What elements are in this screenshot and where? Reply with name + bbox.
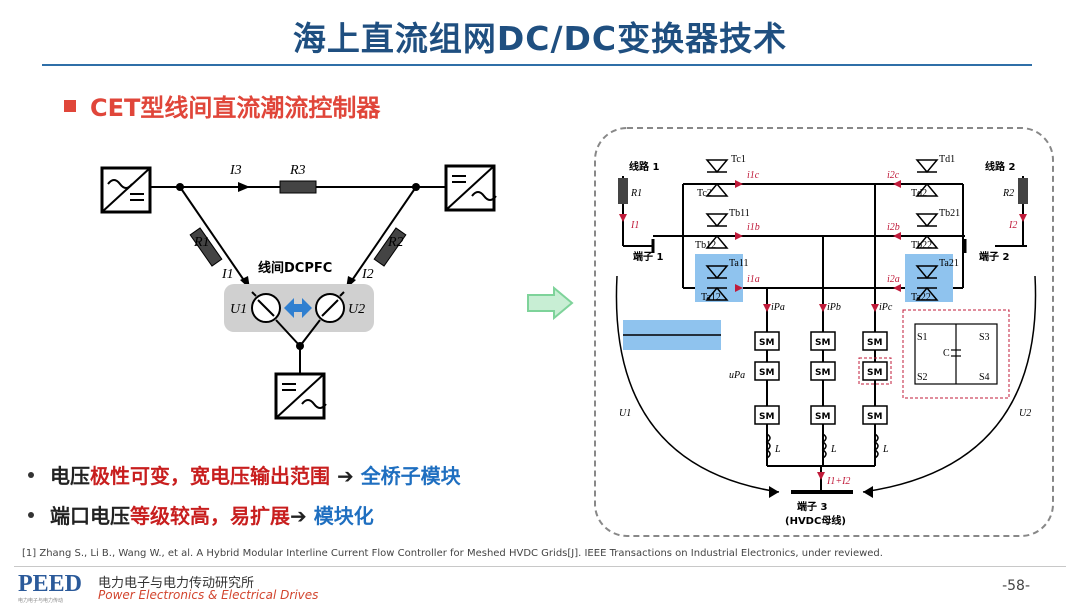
label-Ta12: Ta12 [701, 292, 721, 303]
arrow-icon: ➔ [330, 464, 361, 488]
label-uPa: uPa [729, 370, 745, 381]
label-I1: I1 [221, 267, 234, 282]
sm-label: SM [867, 412, 882, 422]
bullet-text: 电压 [50, 464, 90, 488]
label-S2: S2 [917, 372, 928, 383]
terminal1-label: 端子 1 [633, 250, 663, 263]
label-R2: R2 [1002, 188, 1014, 199]
label-I1: I1 [630, 220, 639, 231]
label-U1: U1 [619, 408, 631, 419]
label-L: L [882, 444, 889, 455]
label-R1: R1 [630, 188, 642, 199]
bullet-dot-icon [28, 511, 34, 518]
org-name-cn: 电力电子与电力传动研究所 [98, 576, 255, 591]
label-R1: R1 [193, 235, 210, 250]
converter-icon [444, 164, 497, 212]
label-I2: I2 [361, 267, 374, 282]
bullet-emphasis: 极性可变， [90, 464, 190, 488]
label-Tc2: Tc2 [697, 188, 712, 199]
dcpfc-label: 线间DCPFC [258, 260, 332, 276]
section-heading: CET型线间直流潮流控制器 [64, 88, 380, 123]
label-U1: U1 [230, 302, 247, 317]
bullet-highlight: 模块化 [313, 504, 374, 528]
bidirectional-arrow-icon [284, 298, 312, 318]
bullet-emphasis: 宽电压输出范围 [190, 464, 330, 488]
label-I1plusI2: I1+I2 [826, 476, 850, 487]
arrow-icon: ➔ [290, 504, 314, 528]
label-iPc: iPc [879, 302, 893, 313]
cet-circuit-diagram: 线路 1 线路 2 R1 R2 I1 I2 端子 1 端子 2 端子 3 (HV… [594, 127, 1054, 537]
sm-label: SM [815, 338, 830, 348]
label-i1a: i1a [747, 274, 760, 285]
label-I2: I2 [1008, 220, 1017, 231]
converter-icon [274, 372, 327, 420]
line2-label: 线路 2 [985, 160, 1015, 173]
label-U2: U2 [1019, 408, 1031, 419]
label-Tb12: Tb12 [695, 240, 716, 251]
reference-citation: [1] Zhang S., Li B., Wang W., et al. A H… [22, 548, 883, 559]
label-Td2: Td2 [911, 188, 927, 199]
bullet-item: 端口电压等级较高，易扩展➔ 模块化 [28, 500, 374, 529]
terminal2-label: 端子 2 [979, 250, 1009, 263]
label-i2a: i2a [887, 274, 900, 285]
page-title: 海上直流组网DC/DC变换器技术 [292, 19, 788, 58]
sm-label: SM [815, 368, 830, 378]
footer-divider [14, 566, 1066, 567]
bullet-highlight: 全桥子模块 [360, 464, 461, 488]
section-heading-text: CET型线间直流潮流控制器 [90, 94, 381, 122]
label-Tb11: Tb11 [729, 208, 750, 219]
terminal3-sub: (HVDC母线) [785, 514, 846, 527]
peed-logo: PEED [18, 571, 83, 597]
bullet-text: 端口电压 [50, 504, 130, 528]
title-divider [42, 64, 1032, 66]
label-R3: R3 [289, 163, 306, 178]
logo-subtext: 电力电子与电力传动 [18, 598, 64, 604]
label-I3: I3 [229, 163, 242, 178]
label-L: L [774, 444, 781, 455]
page-number: -58- [1002, 578, 1030, 594]
bullet-emphasis: 易扩展 [230, 504, 290, 528]
label-i1b: i1b [747, 222, 760, 233]
label-i2c: i2c [887, 170, 900, 181]
label-iPa: iPa [771, 302, 785, 313]
label-S1: S1 [917, 332, 928, 343]
sm-label: SM [759, 338, 774, 348]
label-Tb22: Tb22 [911, 240, 932, 251]
label-i1c: i1c [747, 170, 760, 181]
bullet-dot-icon [28, 471, 34, 478]
line1-label: 线路 1 [629, 160, 659, 173]
label-Ta22: Ta22 [911, 292, 931, 303]
terminal3-label: 端子 3 [797, 500, 827, 513]
bullet-emphasis: 等级较高， [130, 504, 230, 528]
label-Tc1: Tc1 [731, 154, 746, 165]
sm-label: SM [867, 368, 882, 378]
label-iPb: iPb [827, 302, 841, 313]
label-i2b: i2b [887, 222, 900, 233]
square-bullet-icon [64, 100, 76, 112]
label-S3: S3 [979, 332, 990, 343]
label-Td1: Td1 [939, 154, 955, 165]
org-name-en: Power Electronics & Electrical Drives [98, 588, 319, 602]
sm-label: SM [867, 338, 882, 348]
converter-icon [100, 166, 152, 214]
bullet-item: 电压极性可变，宽电压输出范围 ➔ 全桥子模块 [28, 460, 461, 489]
sm-label: SM [759, 368, 774, 378]
sm-label: SM [759, 412, 774, 422]
transition-arrow-icon [527, 286, 574, 320]
sm-label: SM [815, 412, 830, 422]
dcpfc-triangle-diagram: I3 R3 R1 R2 I1 I2 U1 U2 线间DCPFC [100, 163, 497, 420]
label-Tb21: Tb21 [939, 208, 960, 219]
label-U2: U2 [348, 302, 365, 317]
label-Ta11: Ta11 [729, 258, 748, 269]
label-S4: S4 [979, 372, 990, 383]
label-R2: R2 [387, 235, 404, 250]
label-Ta21: Ta21 [939, 258, 959, 269]
label-C: C [943, 348, 950, 359]
label-L: L [830, 444, 837, 455]
